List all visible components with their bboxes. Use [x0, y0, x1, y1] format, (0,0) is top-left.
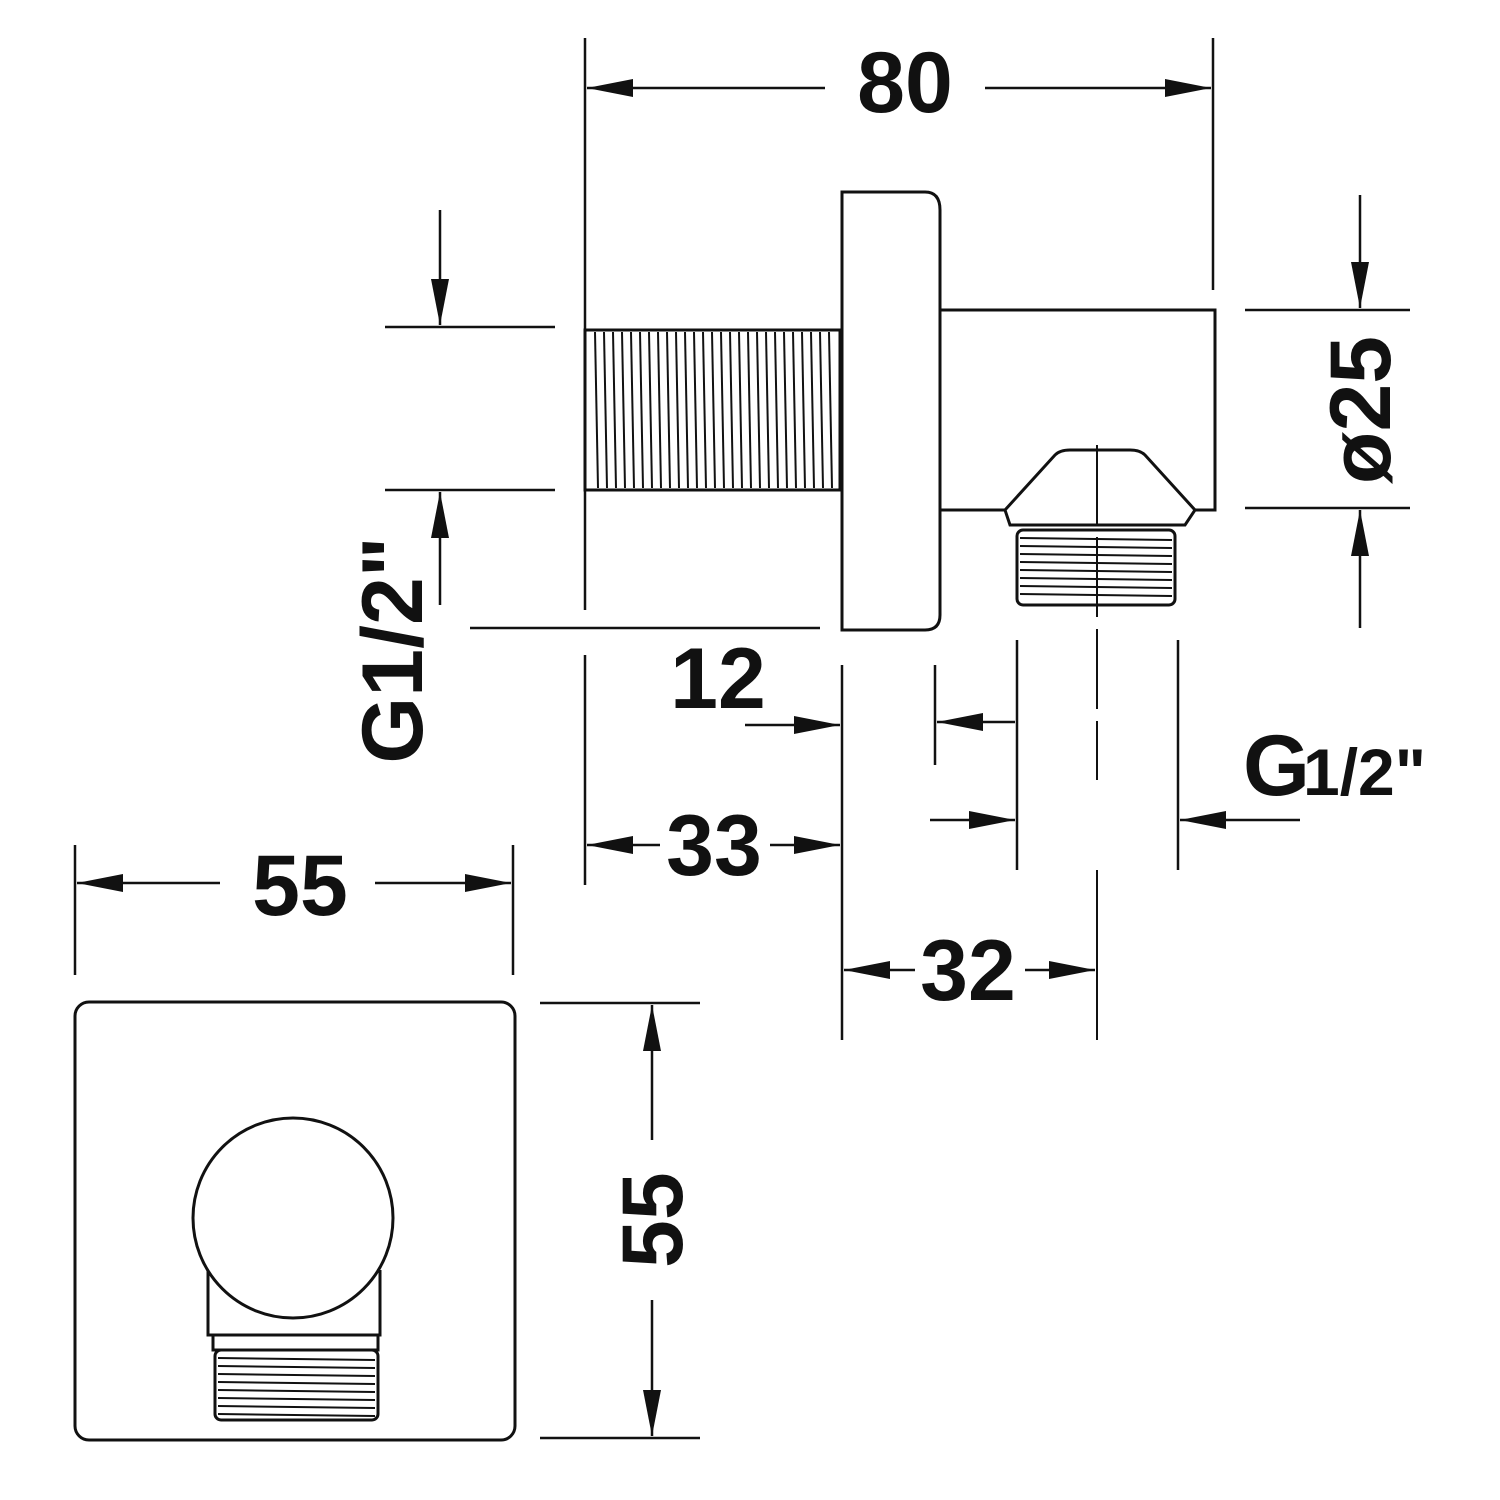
thread-line [675, 331, 680, 489]
thread-line [594, 331, 599, 489]
front-thread-lines [217, 1357, 376, 1417]
dimension-12: 12 [670, 631, 844, 1040]
dimension-label: G [1243, 718, 1310, 814]
thread-line [217, 1405, 376, 1409]
dimension-inlet-thread: G1/2" [345, 210, 820, 764]
dimension-label: 80 [857, 35, 953, 131]
thread-line [217, 1389, 376, 1393]
dimension-label: 55 [252, 838, 348, 934]
front-nut [211, 1333, 380, 1352]
thread-line [747, 331, 752, 489]
thread-line [612, 331, 617, 489]
thread-line [819, 331, 824, 489]
outlet-body [940, 308, 1217, 512]
thread-line [693, 331, 698, 489]
dimension-32: 32 [844, 923, 1095, 1019]
dimension-label: 1/2" [1303, 735, 1426, 809]
thread-line [783, 331, 788, 489]
dimension-label: 33 [666, 798, 762, 894]
thread-line [792, 331, 797, 489]
thread-line [639, 331, 644, 489]
dimension-diameter-25: ø25 [1245, 195, 1410, 628]
thread-line [711, 331, 716, 489]
front-thread [213, 1348, 380, 1422]
thread-line [738, 331, 743, 489]
thread-line [217, 1357, 376, 1361]
thread-line [765, 331, 770, 489]
thread-line [828, 331, 833, 489]
thread-line [217, 1413, 376, 1417]
dimension-55-height: 55 [540, 1001, 701, 1440]
dimension-33: 33 [583, 655, 840, 894]
dimension-label: G1/2" [345, 536, 441, 763]
front-view [73, 1000, 517, 1442]
dimension-outlet-thread: G 1/2" [930, 640, 1426, 870]
dimension-80: 80 [583, 35, 1215, 610]
thread-line [774, 331, 779, 489]
thread-line [684, 331, 689, 489]
inlet-thread-lines [594, 331, 833, 489]
thread-line [756, 331, 761, 489]
front-outlet-body [191, 1116, 395, 1320]
dimension-label: 12 [670, 631, 766, 727]
thread-line [720, 331, 725, 489]
thread-line [702, 331, 707, 489]
thread-line [630, 331, 635, 489]
flange [840, 190, 942, 632]
thread-line [666, 331, 671, 489]
thread-line [217, 1397, 376, 1401]
dimension-55-width: 55 [73, 838, 515, 975]
thread-line [810, 331, 815, 489]
thread-line [603, 331, 608, 489]
thread-line [217, 1381, 376, 1385]
thread-line [217, 1365, 376, 1369]
dimension-label: ø25 [1313, 336, 1409, 484]
thread-line [621, 331, 626, 489]
thread-line [657, 331, 662, 489]
dimension-label: 32 [920, 923, 1016, 1019]
outlet-nut [1003, 448, 1197, 527]
thread-line [729, 331, 734, 489]
dimension-label: 55 [605, 1172, 701, 1268]
front-plate [73, 1000, 517, 1442]
side-view [583, 190, 1217, 1040]
thread-line [648, 331, 653, 489]
thread-line [217, 1373, 376, 1377]
thread-line [801, 331, 806, 489]
